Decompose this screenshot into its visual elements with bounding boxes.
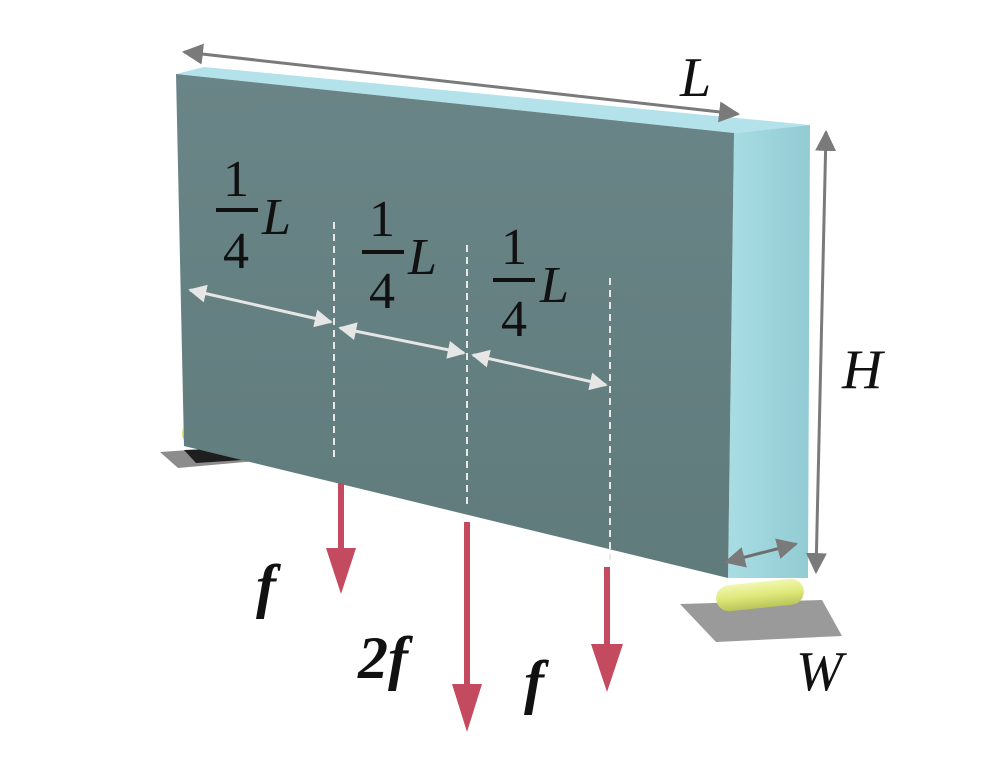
fraction-denominator: 4 [501,291,527,348]
fraction-variable: L [407,229,437,286]
height-dimension-arrow [805,129,837,575]
spacing-arrow-3 [471,349,608,391]
load-arrow-2 [452,522,482,732]
width-dimension-arrow [723,538,799,568]
load-label-1: f [256,553,281,619]
load-label-2: 2f [357,625,413,691]
spacing-label-2: 1 4 L [362,191,437,320]
right-roller [716,578,804,612]
fraction-variable: L [261,189,291,246]
fraction-bar [493,278,535,282]
load-label-3: f [524,649,549,715]
fraction-numerator: 1 [369,191,395,248]
fraction-bar [362,250,404,254]
fraction-numerator: 1 [223,151,249,208]
spacing-arrow-2 [338,322,466,359]
length-dimension-arrow [181,43,741,123]
beam-side-face [728,125,810,578]
fraction-variable: L [539,257,569,314]
spacing-label-1: 1 4 L [216,151,291,280]
load-arrow-1 [326,483,356,594]
fraction-numerator: 1 [501,219,527,276]
spacing-label-3: 1 4 L [493,219,569,348]
length-label: L [679,47,711,109]
width-label: W [796,641,847,703]
load-arrow-3 [591,567,623,692]
spacing-arrow-1 [188,284,333,328]
right-support-plate [680,600,842,642]
fraction-bar [216,208,258,212]
height-label: H [841,339,885,401]
fraction-denominator: 4 [369,263,395,320]
fraction-denominator: 4 [223,223,249,280]
beam-front-face [176,74,734,578]
